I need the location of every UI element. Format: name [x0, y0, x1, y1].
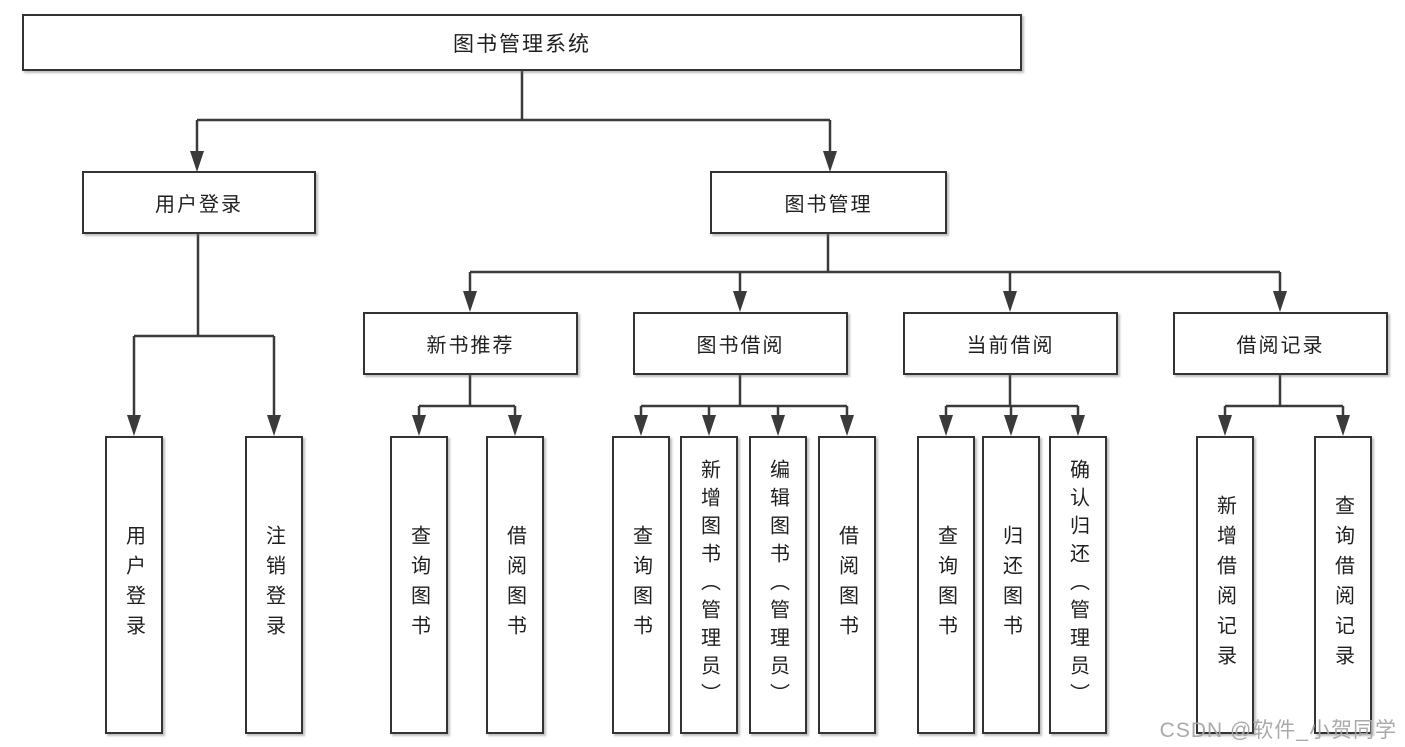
leaf-logout-label: 注销登录: [262, 525, 285, 645]
connector-book-borrow-children: [634, 375, 854, 436]
connector-user-login-children: [127, 234, 281, 436]
leaf-record-add-label: 新增借阅记录: [1213, 495, 1236, 675]
leaf-borrow-add-admin-label: 新增图书（管理员）: [697, 459, 720, 711]
leaf-user-login: 用户登录: [105, 436, 163, 734]
node-current-borrow: 当前借阅: [903, 312, 1118, 375]
connector-borrow-record-children: [1218, 375, 1350, 436]
node-book-borrow: 图书借阅: [633, 312, 848, 375]
node-book-borrow-label: 图书借阅: [696, 335, 785, 357]
node-book-management-label: 图书管理: [784, 194, 873, 216]
connector-root-to-level2: [190, 71, 837, 172]
node-borrow-record: 借阅记录: [1173, 312, 1388, 375]
node-current-borrow-label: 当前借阅: [966, 335, 1055, 357]
leaf-current-return: 归还图书: [982, 436, 1040, 734]
leaf-current-query: 查询图书: [917, 436, 975, 734]
leaf-newbook-borrow: 借阅图书: [486, 436, 544, 734]
leaf-newbook-borrow-label: 借阅图书: [503, 525, 526, 645]
node-user-login-group: 用户登录: [82, 171, 316, 234]
node-new-book-recommend: 新书推荐: [363, 312, 578, 375]
node-library-system-label: 图书管理系统: [453, 32, 591, 56]
leaf-logout: 注销登录: [245, 436, 303, 734]
leaf-current-query-label: 查询图书: [934, 525, 957, 645]
leaf-borrow-borrow-label: 借阅图书: [835, 525, 858, 645]
connector-new-book-children: [412, 375, 522, 436]
node-borrow-record-label: 借阅记录: [1236, 335, 1325, 357]
leaf-current-confirm-admin-label: 确认归还（管理员）: [1066, 459, 1089, 711]
connector-book-mgmt-to-level3: [463, 234, 1287, 312]
leaf-record-query-label: 查询借阅记录: [1331, 495, 1354, 675]
leaf-newbook-query: 查询图书: [390, 436, 448, 734]
leaf-current-confirm-admin: 确认归还（管理员）: [1049, 436, 1107, 734]
leaf-record-add: 新增借阅记录: [1196, 436, 1254, 734]
leaf-borrow-borrow: 借阅图书: [818, 436, 876, 734]
leaf-borrow-query: 查询图书: [612, 436, 670, 734]
node-new-book-recommend-label: 新书推荐: [426, 335, 515, 357]
node-user-login-group-label: 用户登录: [155, 194, 243, 216]
leaf-newbook-query-label: 查询图书: [407, 525, 430, 645]
leaf-borrow-query-label: 查询图书: [629, 525, 652, 645]
leaf-borrow-add-admin: 新增图书（管理员）: [680, 436, 738, 734]
leaf-user-login-label: 用户登录: [122, 525, 145, 645]
node-library-system: 图书管理系统: [22, 14, 1022, 71]
leaf-borrow-edit-admin: 编辑图书（管理员）: [749, 436, 807, 734]
csdn-watermark: CSDN @软件_小贺同学: [1159, 719, 1397, 742]
connector-current-borrow-children: [939, 375, 1085, 436]
node-book-management: 图书管理: [710, 171, 947, 234]
leaf-borrow-edit-admin-label: 编辑图书（管理员）: [766, 459, 789, 711]
leaf-record-query: 查询借阅记录: [1314, 436, 1372, 734]
leaf-current-return-label: 归还图书: [999, 525, 1022, 645]
